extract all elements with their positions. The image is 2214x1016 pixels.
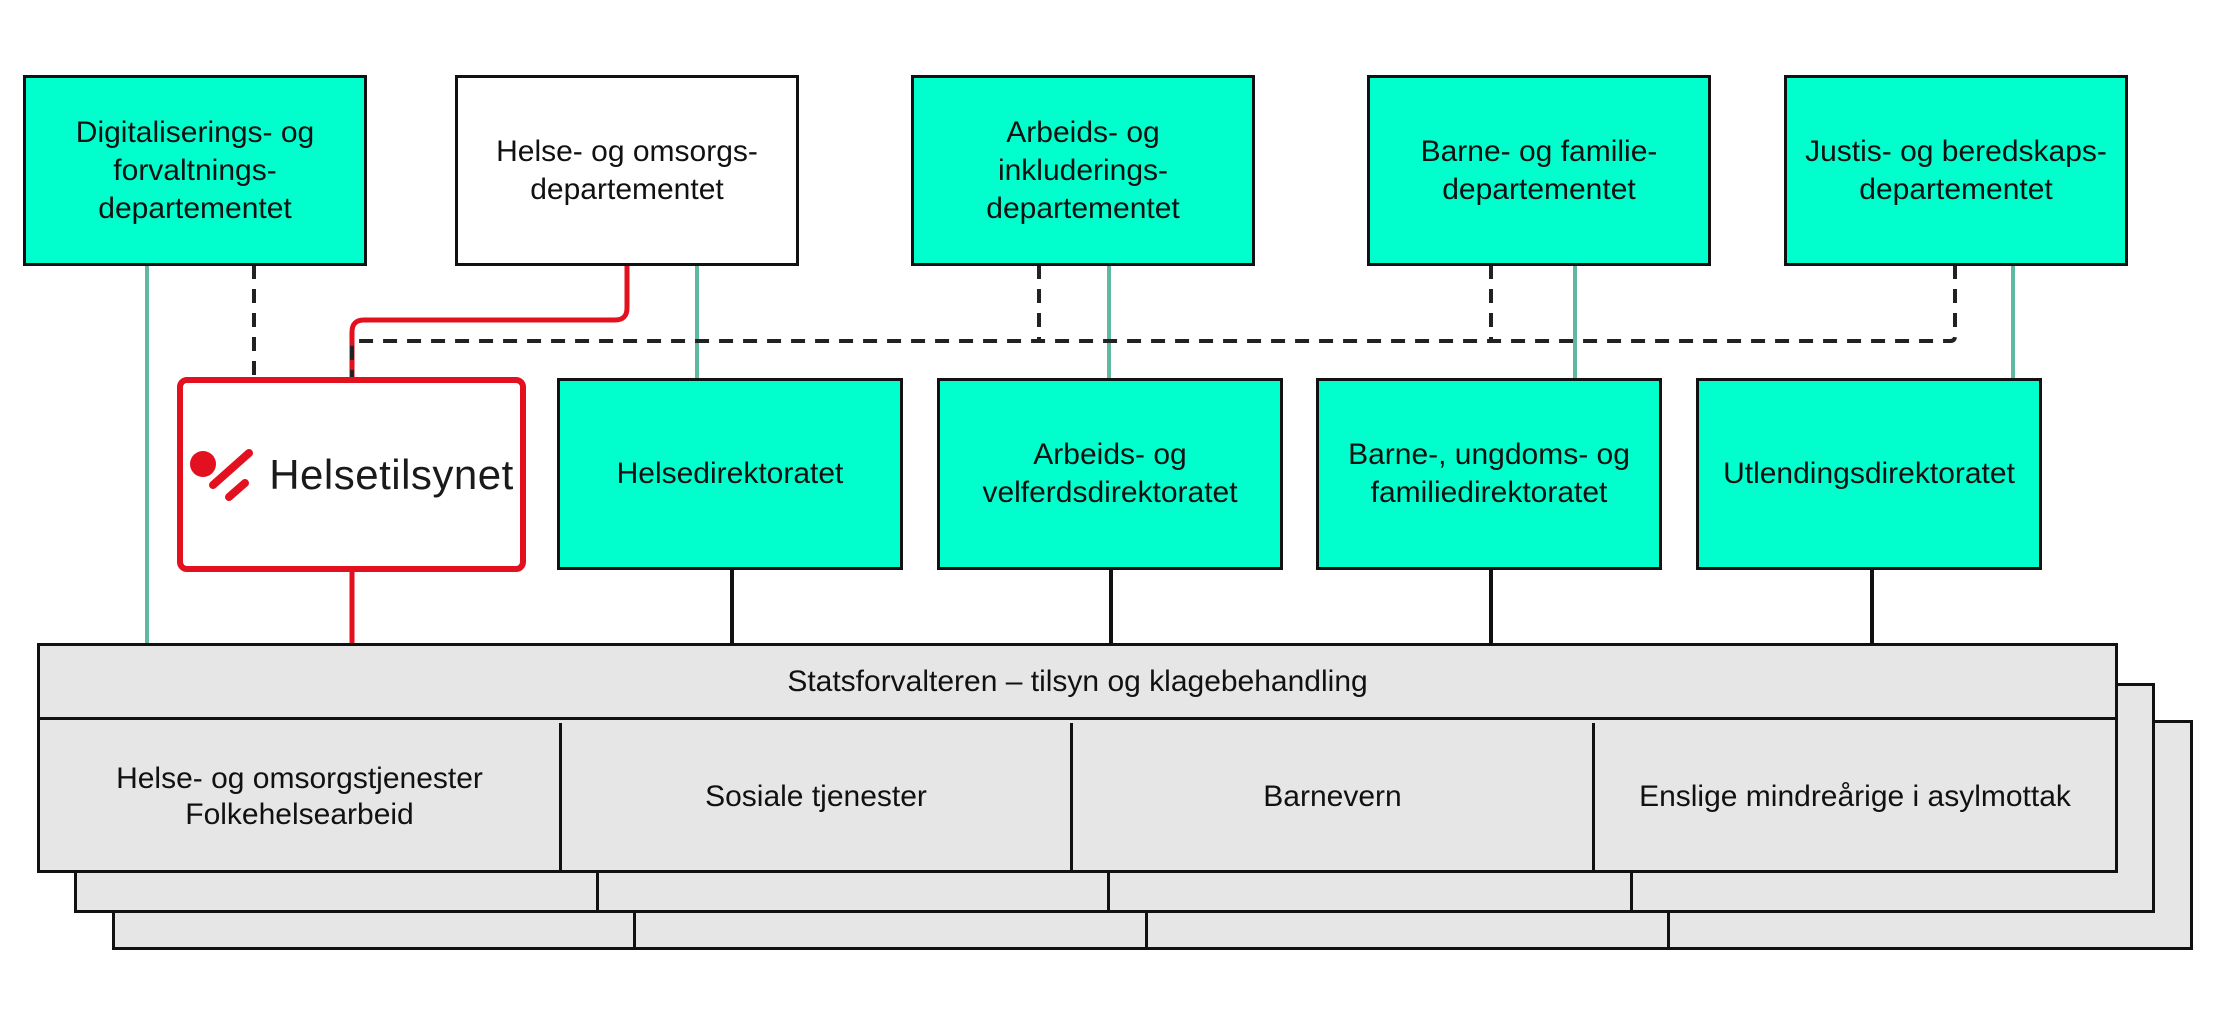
directorate-label: Barne-, ungdoms- og familiedirektoratet xyxy=(1348,438,1630,509)
ministry-arbeid-inkludering: Arbeids- og inkluderings- departementet xyxy=(911,75,1255,266)
area-helse-omsorg: Helse- og omsorgstjenester Folkehelsearb… xyxy=(40,723,562,870)
helsetilsynet-logo-text: Helsetilsynet xyxy=(269,450,514,498)
directorate-arbeids-velferd: Arbeids- og velferdsdirektoratet xyxy=(937,378,1283,570)
dashed-ministries-to-helsetilsynet xyxy=(350,265,1957,379)
statsforvalteren-header: Statsforvalteren – tilsyn og klagebehand… xyxy=(40,646,2115,720)
helsetilsynet-logo-icon xyxy=(190,448,254,501)
stack-middle-divider xyxy=(596,870,599,912)
statsforvalteren-panel: Statsforvalteren – tilsyn og klagebehand… xyxy=(37,643,2118,873)
stack-middle-divider xyxy=(1630,870,1633,912)
helsetilsynet-box: Helsetilsynet xyxy=(177,377,526,572)
ministry-barne-familie: Barne- og familie- departementet xyxy=(1367,75,1711,266)
directorate-label: Arbeids- og velferdsdirektoratet xyxy=(982,438,1238,509)
ministry-label: Justis- og beredskaps- departementet xyxy=(1805,134,2107,206)
area-enslige-mindreaarige: Enslige mindreårige i asylmottak xyxy=(1639,779,2071,813)
ministry-label: Barne- og familie- departementet xyxy=(1420,134,1658,206)
directorate-helsedirektoratet: Helsedirektoratet xyxy=(557,378,903,570)
directorate-barne-ungdom-familie: Barne-, ungdoms- og familiedirektoratet xyxy=(1316,378,1662,570)
ministry-digitalisering: Digitaliserings- og forvaltnings- depart… xyxy=(23,75,367,266)
ministry-label: Arbeids- og inkluderings- departementet xyxy=(986,115,1180,225)
ministry-helse-omsorg: Helse- og omsorgs- departementet xyxy=(455,75,799,266)
directorate-label: Helsedirektoratet xyxy=(616,457,844,490)
ministry-label: Helse- og omsorgs- departementet xyxy=(496,134,758,206)
area-barnevern: Barnevern xyxy=(1073,723,1595,870)
ministry-label: Digitaliserings- og forvaltnings- depart… xyxy=(75,115,315,225)
area-sosiale-tjenester: Sosiale tjenester xyxy=(562,723,1073,870)
directorate-utlendingsdirektoratet: Utlendingsdirektoratet xyxy=(1696,378,2042,570)
stack-middle-divider xyxy=(1107,870,1110,912)
directorate-label: Utlendingsdirektoratet xyxy=(1723,457,2015,490)
ministry-justis-beredskap: Justis- og beredskaps- departementet xyxy=(1784,75,2128,266)
line-hod-to-helsetilsynet xyxy=(349,265,630,379)
